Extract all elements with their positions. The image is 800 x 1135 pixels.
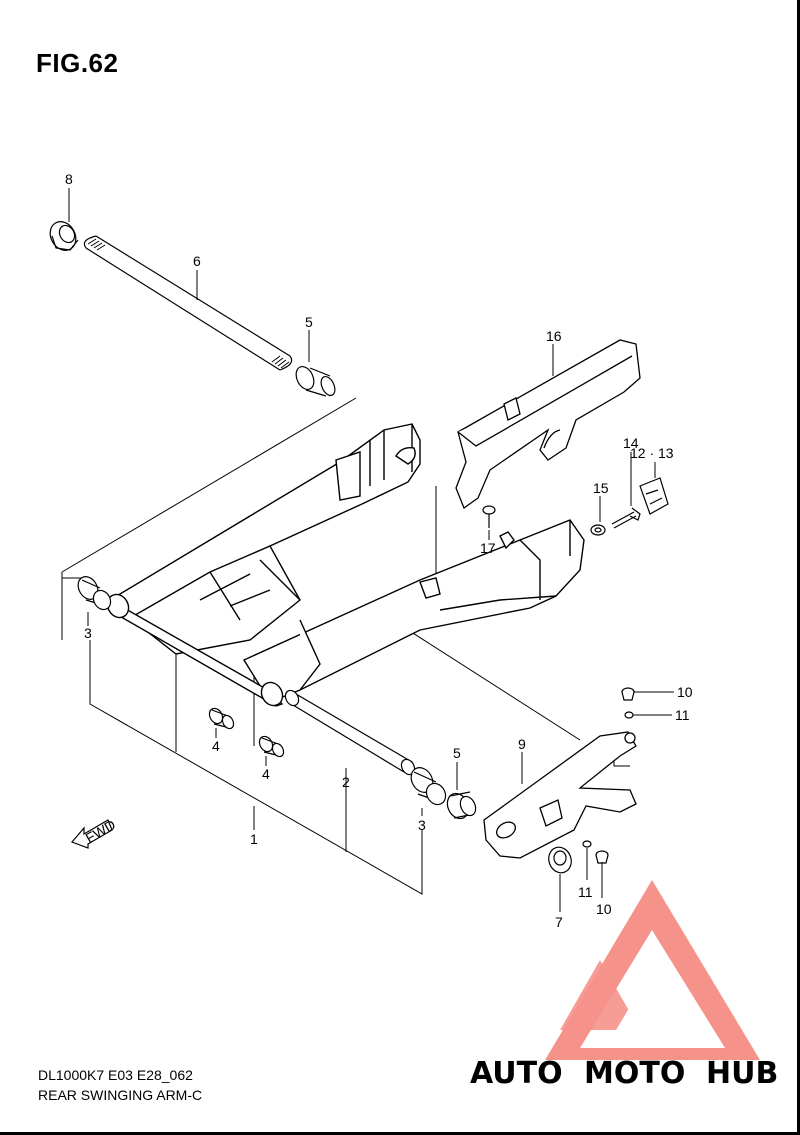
part-4-bushing-upper <box>208 707 235 730</box>
callout-7: 7 <box>555 914 563 930</box>
figure-title: FIG.62 <box>36 48 119 78</box>
callout-11-upper: 11 <box>675 707 690 723</box>
fwd-label: FWD <box>83 816 119 846</box>
callout-9: 9 <box>518 736 526 752</box>
watermark-part3: HUB <box>706 1056 778 1091</box>
part-11-nut-upper <box>624 711 634 719</box>
callout-17: 17 <box>480 540 496 556</box>
callout-15: 15 <box>593 480 609 496</box>
callout-4-upper: 4 <box>212 738 220 754</box>
callout-5-lower: 5 <box>453 745 461 761</box>
part-11-nut-lower <box>582 840 592 848</box>
part-10-bolt-upper <box>621 687 635 701</box>
callout-1: 1 <box>250 831 258 847</box>
part-6-pivot-shaft <box>83 235 293 371</box>
callout-6: 6 <box>193 253 201 269</box>
figure-name: REAR SWINGING ARM-C <box>38 1087 203 1103</box>
callout-12-13: 12 · 13 <box>630 445 674 461</box>
watermark-part1: AUTO <box>470 1056 563 1091</box>
part-14-bolt <box>611 507 641 529</box>
leader-lines <box>68 188 674 912</box>
callout-3-left: 3 <box>84 625 92 641</box>
part-2-spacer <box>284 689 416 776</box>
callout-5-upper: 5 <box>305 314 313 330</box>
frame-border-right <box>797 0 800 1135</box>
part-8-axle-nut <box>49 221 79 251</box>
callout-4-lower: 4 <box>262 766 270 782</box>
part-15-washer <box>590 524 606 536</box>
callout-3-right: 3 <box>418 817 426 833</box>
part-12-13-clip <box>639 477 669 515</box>
part-10-bolt-lower <box>595 850 609 864</box>
callout-2: 2 <box>342 774 350 790</box>
part-1-swingarm <box>106 423 585 707</box>
callout-16: 16 <box>546 328 562 344</box>
figure-code: DL1000K7 E03 E28_062 <box>38 1067 193 1083</box>
part-3-bearing-right <box>410 767 447 806</box>
part-5-collar-upper <box>295 366 336 397</box>
callout-numbers: 8 6 5 16 12 · 13 14 15 17 3 10 11 9 4 4 … <box>65 171 693 930</box>
part-5-collar-lower <box>446 791 477 820</box>
callout-10-lower: 10 <box>596 901 612 917</box>
callout-14: 14 <box>623 435 639 451</box>
part-4-bushing-lower <box>258 735 285 758</box>
watermark-part2: MOTO <box>584 1056 685 1091</box>
part-16-chain-cover <box>455 339 641 510</box>
part-7-nut <box>548 846 572 874</box>
callout-10-upper: 10 <box>677 684 693 700</box>
part-3-bearing-left <box>77 576 112 611</box>
callout-8: 8 <box>65 171 73 187</box>
watermark-logo <box>545 880 760 1060</box>
frame-border-bottom <box>0 1132 800 1135</box>
callout-11-lower: 11 <box>578 884 593 900</box>
watermark-text: AUTO MOTO HUB <box>470 1056 778 1091</box>
part-17-screw <box>482 505 496 528</box>
fwd-arrow-icon: FWD <box>70 816 119 849</box>
part-9-bracket <box>483 731 637 859</box>
